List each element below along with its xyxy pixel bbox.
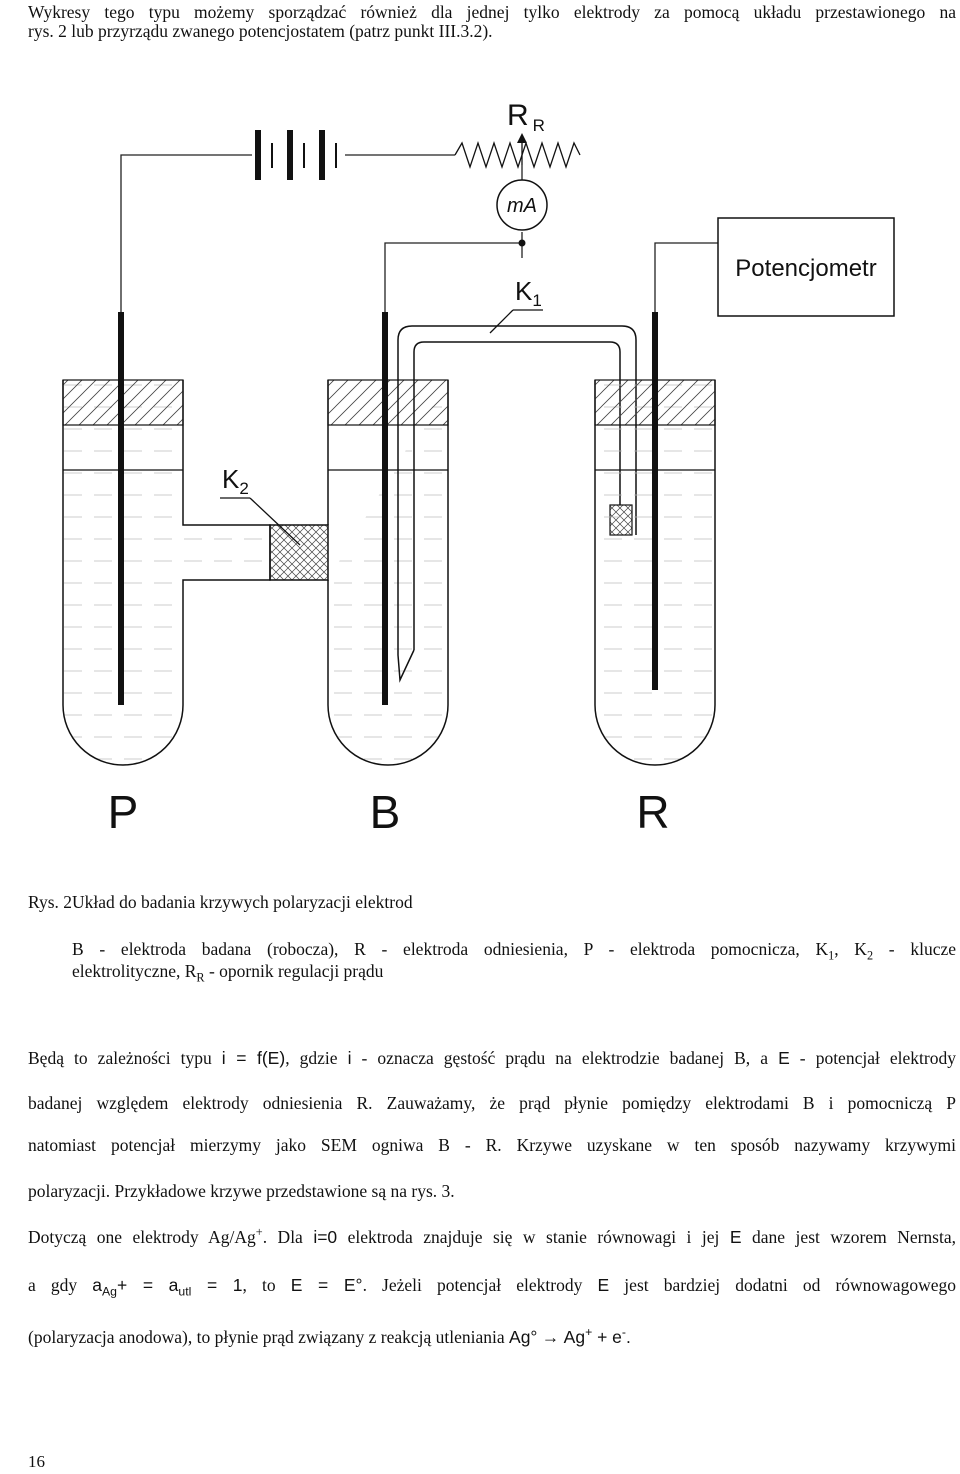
vessel-p [62,312,271,766]
key2-label: K2 [222,464,249,498]
salt-bridge [397,325,637,683]
page-number: 16 [28,1452,45,1471]
body-line-4: polaryzacji. Przykładowe krzywe przedsta… [28,1181,455,1201]
body-line-6: a gdy aAg+ = autl = 1, to E = E°. Jeżeli… [28,1275,956,1299]
key2-frit [269,524,329,581]
figure-legend-line-1: B - elektroda badana (robocza), R - elek… [72,939,956,963]
label-r: R [636,786,669,838]
body-line-7: (polaryzacja anodowa), to płynie prąd zw… [28,1325,631,1347]
label-b: B [370,786,401,838]
key1-label: K1 [515,276,542,310]
body-line-3: natomiast potencjał mierzymy jako SEM og… [28,1135,956,1155]
body-line-2: badanej względem elektrody odniesienia R… [28,1093,956,1113]
intro-line-2: rys. 2 lub przyrządu zwanego potencjosta… [28,21,493,41]
junction-dot [518,239,526,247]
figure-title: Układ do badania krzywych polaryzacji el… [72,892,413,912]
resistor-icon [454,140,581,170]
body-line-1: Będą to zależności typu i = f(E), gdzie … [28,1048,956,1068]
ammeter-icon [496,179,548,231]
potentiometer-box [717,217,895,317]
slider-arrow-icon [517,133,527,143]
figure-number: Rys. 2 [28,892,73,912]
label-p: P [108,786,139,838]
ammeter-label: mA [507,195,537,217]
potentiometer-label: Potencjometr [735,255,876,282]
battery-icon [255,130,337,180]
intro-line-1: Wykresy tego typu możemy sporządzać równ… [28,2,956,22]
figure-legend-line-2: elektrolityczne, RR - opornik regulacji … [72,961,384,985]
reaction-arrow: → [541,1327,560,1347]
body-line-5: Dotyczą one elektrody Ag/Ag+. Dla i=0 el… [28,1225,956,1247]
circuit-wires [120,154,718,312]
vessel-r [594,312,716,766]
vessel-b [327,312,449,766]
